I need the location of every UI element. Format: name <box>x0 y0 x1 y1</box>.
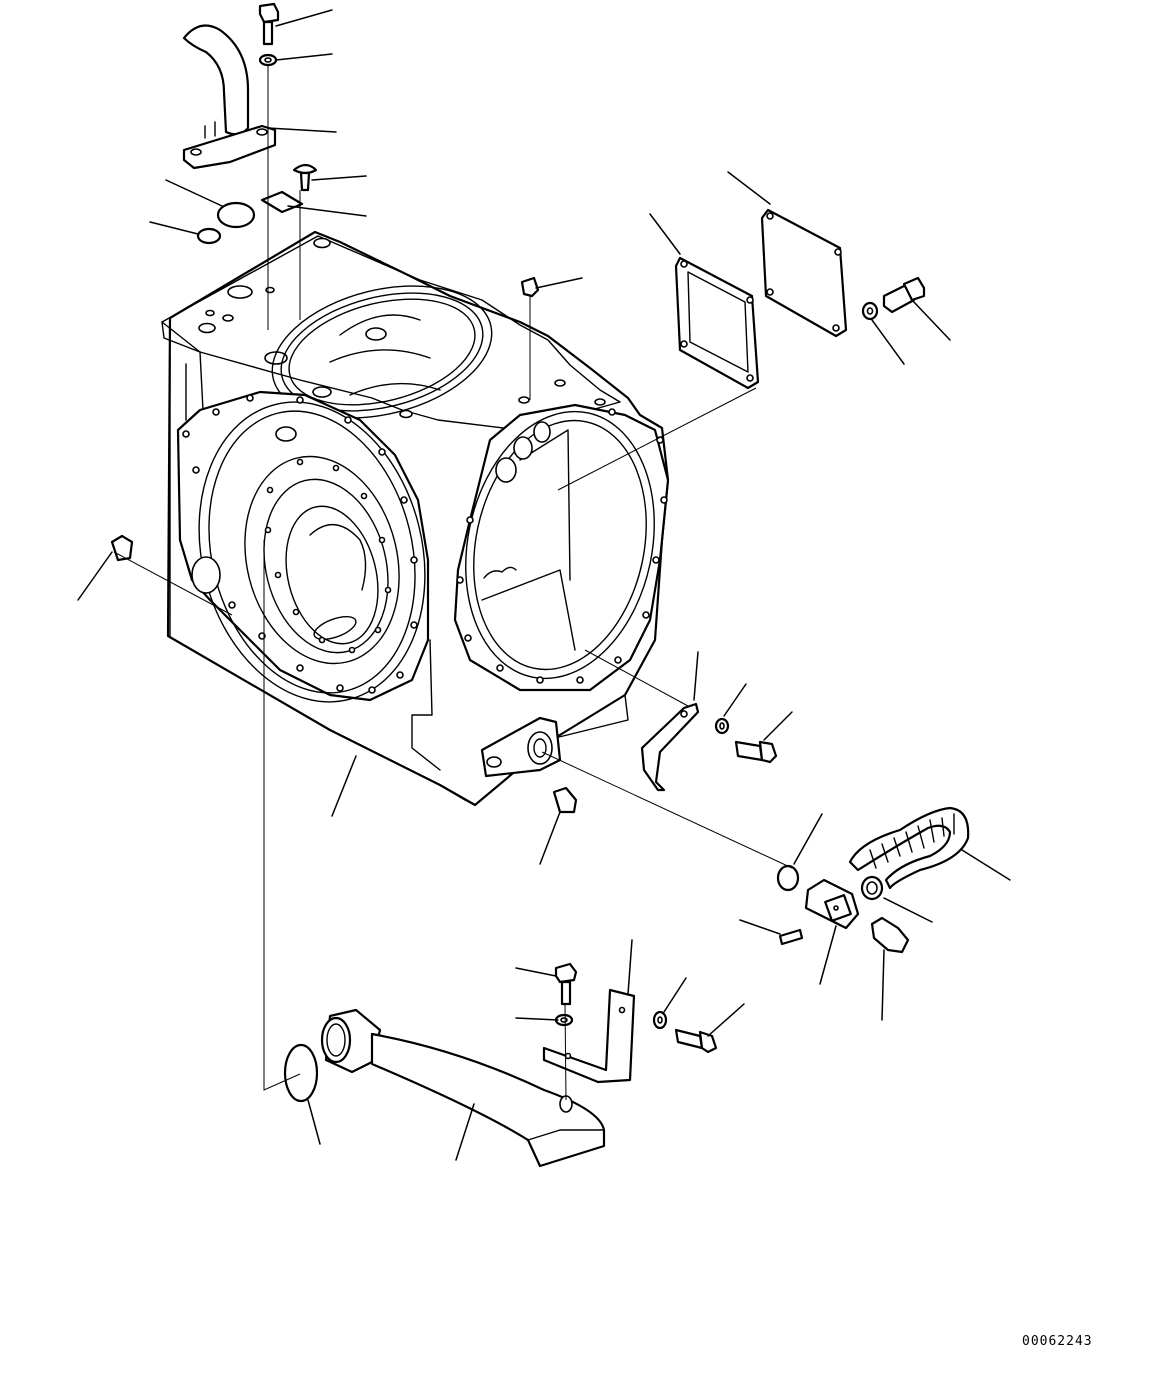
cover-bolt <box>884 278 924 312</box>
pipe-o-ring <box>285 1045 317 1101</box>
drawing-number: 00062243 <box>1022 1334 1093 1349</box>
drain-fitting <box>778 866 858 944</box>
top-nipple <box>522 278 538 296</box>
bracket-washer-hole <box>720 723 724 729</box>
small-plug-seal <box>198 229 220 243</box>
cover-washer-hole <box>868 308 873 314</box>
top-bolt <box>260 4 278 44</box>
transmission-case-housing <box>162 232 678 805</box>
right-flange-bolt-holes <box>457 409 667 683</box>
pipe-bracket <box>544 990 634 1082</box>
pipe-washer-hole <box>561 1018 567 1022</box>
bracket <box>642 704 698 790</box>
cover-plate <box>762 210 846 336</box>
leader-lines <box>78 10 1010 1160</box>
bracket-side-washer-hole <box>658 1017 662 1023</box>
large-plug-seal <box>218 203 254 227</box>
reference-lines <box>114 64 792 1100</box>
suction-pipe <box>322 1010 604 1166</box>
bracket-bolt <box>736 742 776 762</box>
flange-bolt-holes <box>183 395 417 693</box>
top-washer-hole <box>265 58 271 62</box>
hose-clamp-hole <box>867 882 877 894</box>
small-screw <box>294 165 316 190</box>
bracket-side-bolt <box>676 1030 716 1052</box>
lower-plug <box>554 788 576 812</box>
pipe-bolt <box>556 964 576 1004</box>
breather-pipe-assembly <box>184 26 275 169</box>
cover-gasket <box>676 258 758 388</box>
drain-plug <box>872 918 908 952</box>
drain-hose <box>850 808 968 888</box>
